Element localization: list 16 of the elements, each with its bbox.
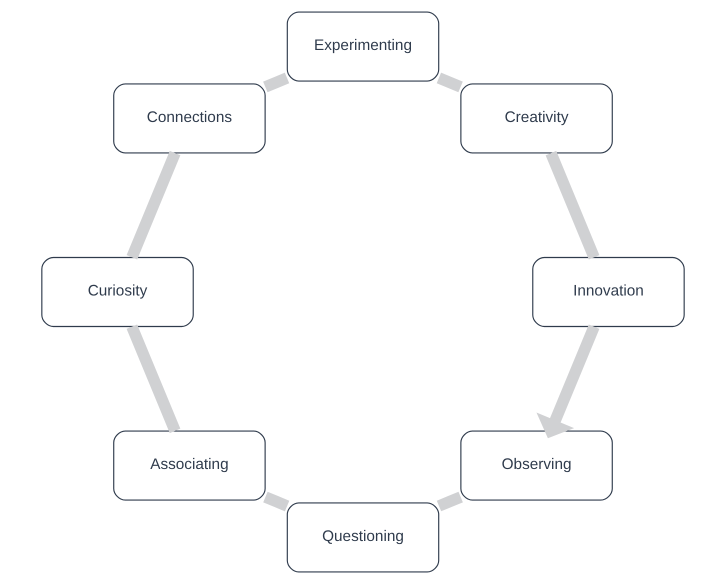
node-box: Creativity — [460, 83, 612, 154]
node-box: Innovation — [532, 256, 684, 328]
node-box: Associating — [112, 430, 266, 501]
connector — [126, 324, 180, 434]
node-box: Experimenting — [286, 11, 439, 82]
connector — [262, 72, 289, 92]
connector — [545, 150, 599, 260]
node-box: Observing — [460, 430, 612, 501]
node-box: Connections — [112, 83, 266, 154]
connector — [126, 150, 180, 260]
node-box: Questioning — [286, 502, 439, 573]
connector — [436, 492, 462, 512]
node-box: Curiosity — [40, 256, 194, 328]
arrow — [536, 324, 599, 438]
connector — [262, 492, 289, 512]
connector — [436, 72, 462, 92]
